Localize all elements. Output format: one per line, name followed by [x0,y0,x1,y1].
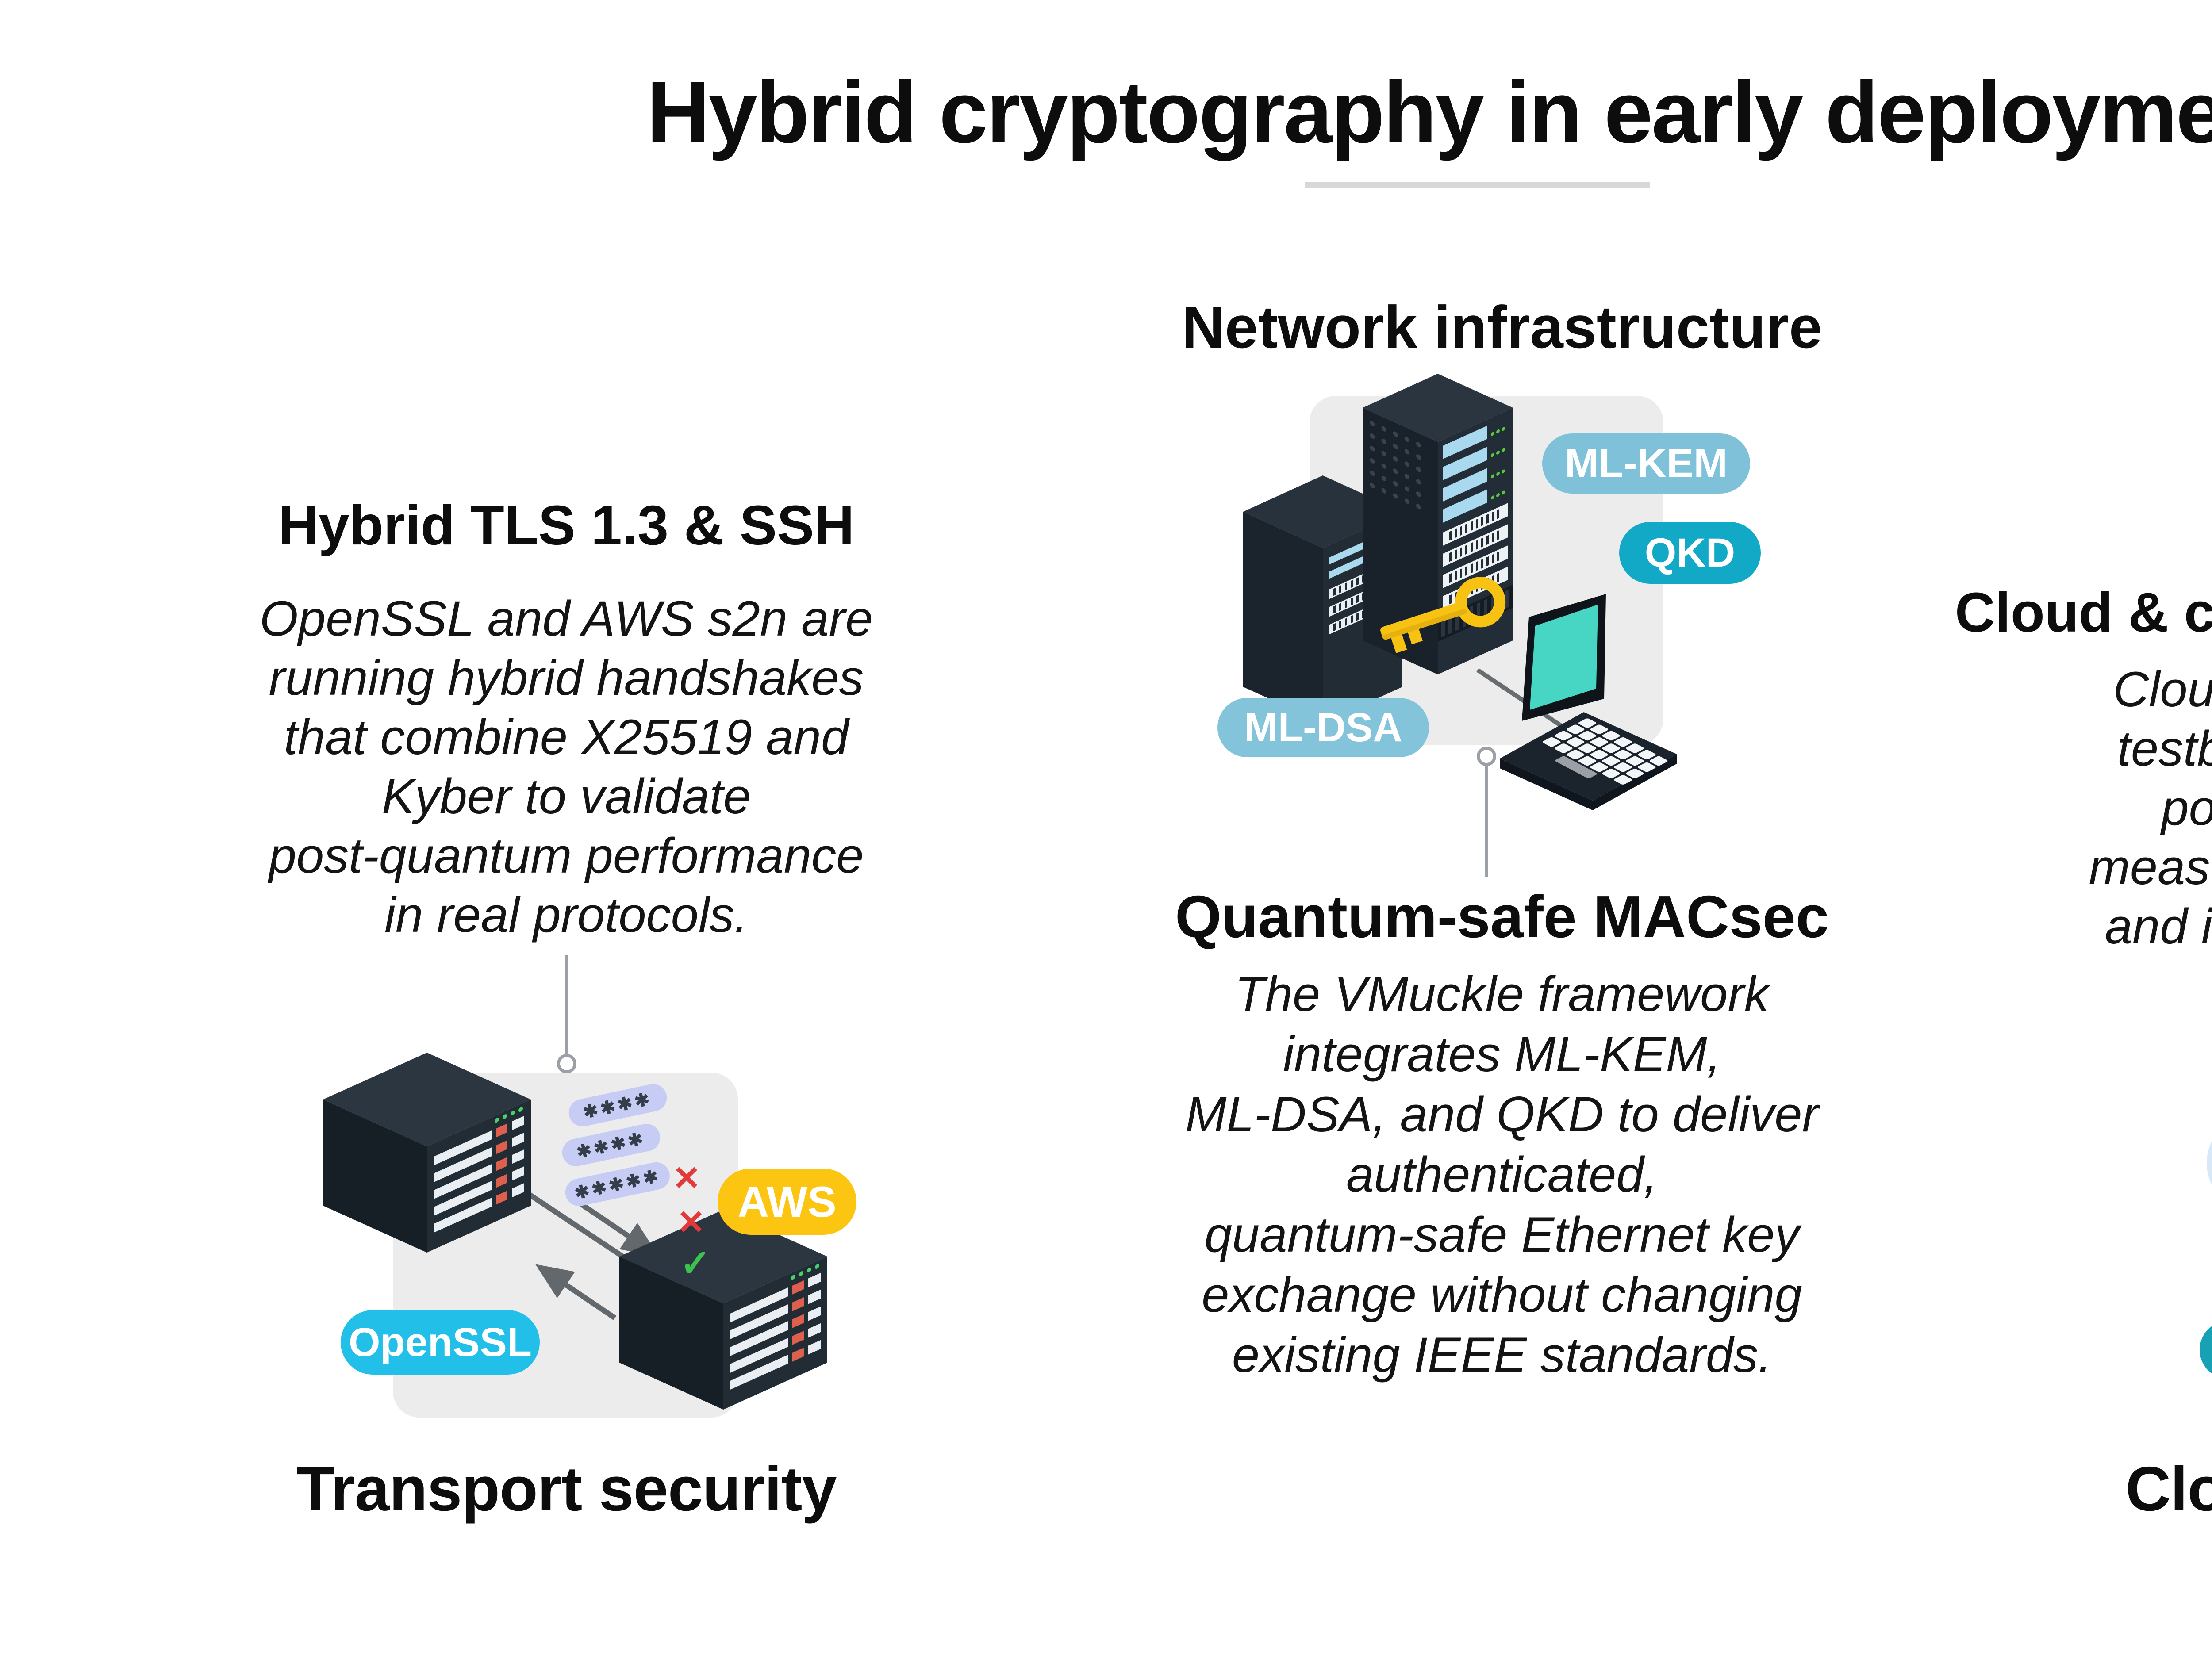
right-column-heading: Cloud & content delivery networks [1955,581,2212,644]
cloud-icon [2207,1141,2212,1186]
middle-body: The VMuckle framework integrates ML-KEM,… [1185,966,1819,1383]
laptop-icon [1500,594,1677,810]
badge-qkd: QKD [1619,522,1761,584]
left-column-body: OpenSSL and AWS s2n are running hybrid h… [259,591,873,943]
left-connector-line [565,955,568,1055]
badge-openssl-label: OpenSSL [348,1319,532,1365]
page-title: Hybrid cryptography in early deployment [646,63,2212,161]
badge-openssl: OpenSSL [341,1310,540,1375]
left-connector-dot [557,1054,576,1073]
badge-ml-dsa-label: ML-DSA [1244,705,1402,750]
check-icon: ✓ [680,1242,711,1284]
key-icon [1380,577,1506,653]
title-underline [1305,182,1650,188]
badge-aws-label: AWS [737,1177,837,1226]
cross-icon: ✕ [672,1160,701,1197]
cloud-cdn-illustration [2207,1141,2212,1186]
transport-security-illustration: ✱✱✱✱ ✱✱✱✱ ✱✱✱✱✱ ✕ ✕ ✓ [323,1053,827,1418]
badge-ml-dsa: ML-DSA [1217,698,1429,757]
middle-subheading: Quantum-safe MACsec [1175,883,1829,950]
badge-aws: AWS [718,1169,856,1235]
middle-connector-dot [1477,747,1496,766]
cross-icon: ✕ [677,1204,705,1241]
handshake-arrow-right-icon [578,1201,659,1257]
password-pills-icon: ✱✱✱✱ ✱✱✱✱ ✱✱✱✱✱ ✕ ✕ ✓ [562,1084,711,1284]
badge-qkd-label: QKD [1644,530,1736,575]
right-caption: Cloud & CDN pilots [2125,1454,2212,1524]
handshake-arrow-left-icon [535,1264,617,1320]
left-caption: Transport security [296,1454,837,1524]
middle-connector-line [1485,766,1488,877]
badge-ml-kem-label: ML-KEM [1565,441,1728,486]
left-column-heading: Hybrid TLS 1.3 & SSH [278,494,855,556]
badge-ml-kem: ML-KEM [1542,433,1750,494]
right-column-body: Cloudflare, AWS, and NIST testbeds are p… [2089,662,2212,954]
middle-heading: Network infrastructure [1182,294,1822,360]
